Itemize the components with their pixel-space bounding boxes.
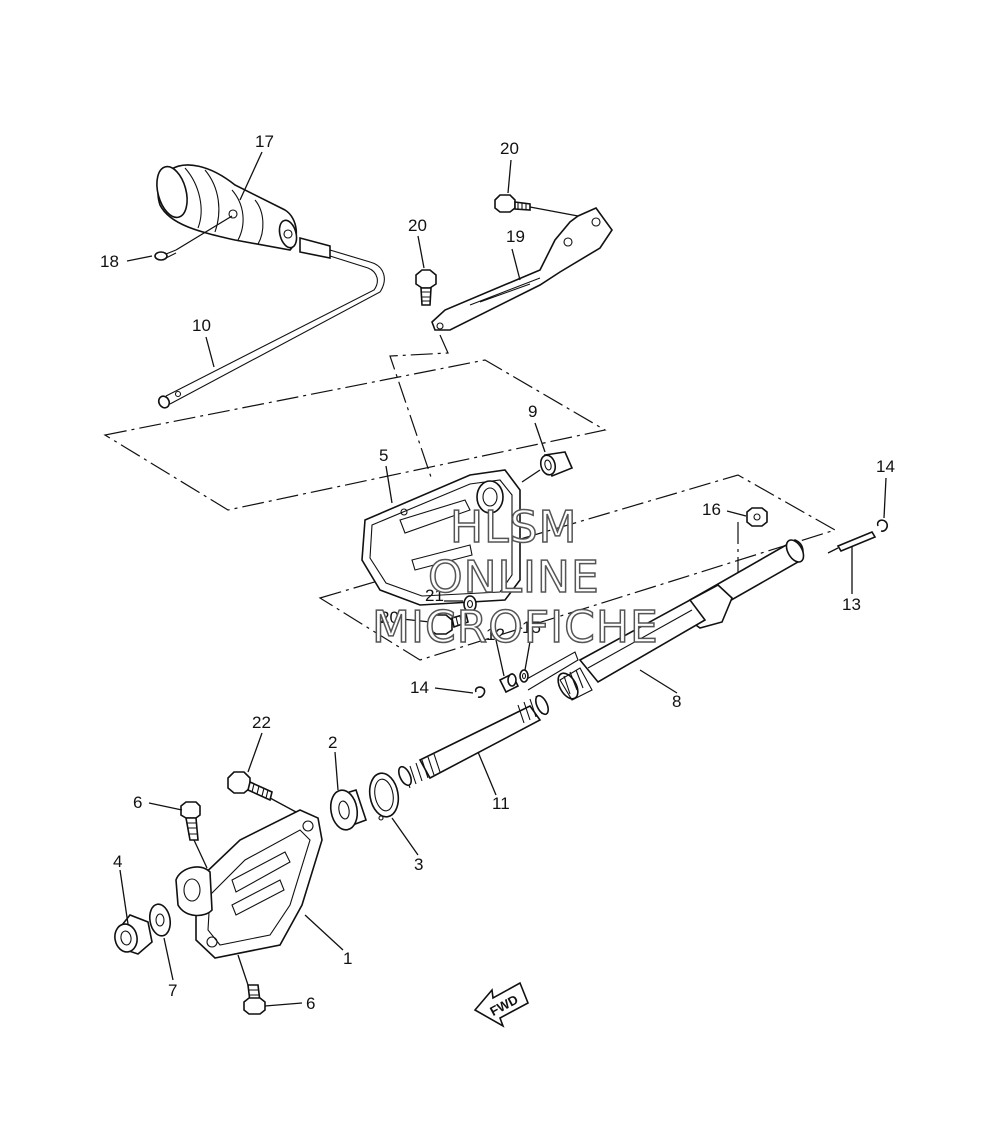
part-14-clip-left [474, 686, 486, 698]
callout-13: 13 [842, 595, 861, 614]
callout-10: 10 [192, 316, 211, 335]
callout-4: 4 [113, 852, 122, 871]
part-3-circlip [368, 772, 400, 821]
part-4-nut [114, 914, 153, 955]
part-6-bolt-upper [180, 801, 208, 869]
callout-5: 5 [379, 446, 388, 465]
callout-19: 19 [506, 227, 525, 246]
part-9-bushing [521, 451, 574, 483]
callout-7: 7 [168, 981, 177, 1000]
watermark-line-1: HLSM [450, 502, 578, 553]
callout-3: 3 [414, 855, 423, 874]
callout-6-upper: 6 [133, 793, 142, 812]
part-14-clip-right [876, 519, 888, 532]
part-11-spring-shaft [398, 694, 549, 789]
callout-14-left: 14 [410, 678, 429, 697]
part-2-bearing [329, 789, 368, 831]
part-16-nut [746, 507, 768, 527]
watermark-line-3: MICROFICHE [372, 602, 659, 653]
callout-20-top: 20 [500, 139, 519, 158]
part-20-bolt-lower [429, 613, 469, 635]
callout-18: 18 [100, 252, 119, 271]
callout-22: 22 [252, 713, 271, 732]
callout-20-lower: 20 [380, 608, 399, 627]
watermark: HLSM ONLINE MICROFICHE [371, 501, 659, 654]
fwd-arrow-icon: FWD [473, 981, 530, 1028]
part-8-shift-shaft [524, 539, 805, 701]
callout-numbers: 17 18 10 20 20 19 9 5 16 14 13 8 21 20 1… [100, 132, 895, 1013]
callout-20-middle: 20 [408, 216, 427, 235]
callout-16: 16 [702, 500, 721, 519]
callout-17: 17 [255, 132, 274, 151]
part-21-washer [463, 595, 477, 613]
callout-9: 9 [528, 402, 537, 421]
callout-1: 1 [343, 949, 352, 968]
watermark-line-2: ONLINE [428, 552, 600, 603]
part-10-shift-rod [157, 236, 385, 409]
callout-21: 21 [425, 586, 444, 605]
part-18-screw [154, 215, 233, 261]
part-5-plate [361, 469, 521, 606]
part-17-shift-knob [156, 164, 298, 251]
callout-2: 2 [328, 733, 337, 752]
part-6-bolt-lower [237, 954, 266, 1015]
part-1-housing [175, 809, 323, 959]
part-13-pin [827, 530, 877, 554]
part-22-bolt [227, 771, 297, 813]
callout-11: 11 [492, 794, 510, 813]
part-15-ring [519, 669, 529, 683]
callout-14-right: 14 [876, 457, 895, 476]
callout-12: 12 [486, 625, 505, 644]
part-20-bolt-middle [415, 269, 437, 306]
part-7-washer [148, 903, 172, 937]
callout-6-lower: 6 [306, 994, 315, 1013]
part-12-pin [498, 672, 520, 694]
leader-lines [119, 151, 887, 1007]
part-19-bracket [431, 207, 613, 331]
callout-8: 8 [672, 692, 681, 711]
callout-15: 15 [522, 618, 541, 637]
part-20-bolt-top [494, 194, 579, 217]
